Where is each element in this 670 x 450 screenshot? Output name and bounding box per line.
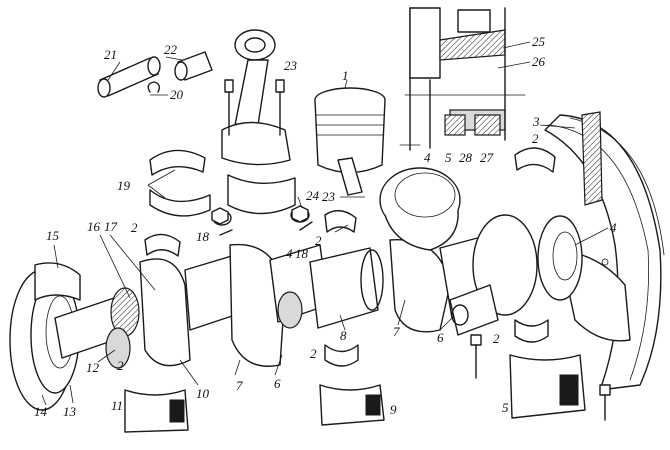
callout-5: 5 [502, 400, 509, 415]
callout-4: 4 [424, 150, 431, 165]
callout-4: 4 [610, 220, 617, 235]
callout-18: 18 [196, 229, 210, 244]
callout-22: 22 [164, 42, 178, 57]
callout-8: 8 [340, 328, 347, 343]
callout-28: 28 [459, 150, 473, 165]
bearing-shell-upper [144, 147, 556, 257]
callout-14: 14 [34, 404, 48, 419]
retaining-ring [147, 81, 161, 93]
callout-2: 2 [532, 131, 539, 146]
piston-2 [379, 167, 461, 251]
callout-6: 6 [274, 376, 281, 391]
callout-18: 18 [295, 246, 309, 261]
callout-16: 16 [87, 219, 101, 234]
callout-26: 26 [532, 54, 546, 69]
callout-10: 10 [196, 386, 210, 401]
callout-15: 15 [46, 228, 60, 243]
callout-6: 6 [437, 330, 444, 345]
callout-19: 19 [117, 178, 131, 193]
leader-lines [41, 41, 609, 406]
callout-25: 25 [532, 34, 546, 49]
callout-2: 2 [310, 346, 317, 361]
callout-23: 23 [284, 58, 298, 73]
piston-1 [314, 87, 386, 196]
callout-2: 2 [493, 331, 500, 346]
callout-27: 27 [480, 150, 494, 165]
callout-3: 3 [532, 114, 540, 129]
bearing-shells-19 [149, 149, 211, 217]
crankshaft [9, 214, 583, 411]
callout-11: 11 [111, 398, 123, 413]
callout-23: 23 [322, 189, 336, 204]
callout-20: 20 [170, 87, 184, 102]
callout-21: 21 [104, 47, 117, 62]
nuts [211, 205, 313, 236]
callout-4: 4 [286, 246, 293, 261]
connecting-rod [221, 29, 291, 166]
bearing-shell-lower [324, 319, 549, 367]
callout-13: 13 [63, 404, 77, 419]
callout-7: 7 [393, 324, 400, 339]
callout-5: 5 [445, 150, 452, 165]
callout-2: 2 [117, 358, 124, 373]
piston-pin [97, 56, 161, 98]
callout-17: 17 [104, 219, 118, 234]
callout-1: 1 [342, 68, 349, 83]
callout-2: 2 [131, 220, 138, 235]
pin-bushing [174, 51, 213, 81]
callout-12: 12 [86, 360, 100, 375]
main-bearing-caps [124, 354, 586, 433]
callout-9: 9 [390, 402, 397, 417]
flywheel-bolts [470, 334, 611, 421]
callout-labels: 1 2 2 2 2 2 2 3 4 4 4 5 5 6 6 7 7 8 9 10… [34, 34, 617, 419]
callout-7: 7 [236, 378, 243, 393]
section-inset [399, 7, 526, 151]
callout-24: 24 [306, 188, 320, 203]
callout-2: 2 [315, 233, 322, 248]
